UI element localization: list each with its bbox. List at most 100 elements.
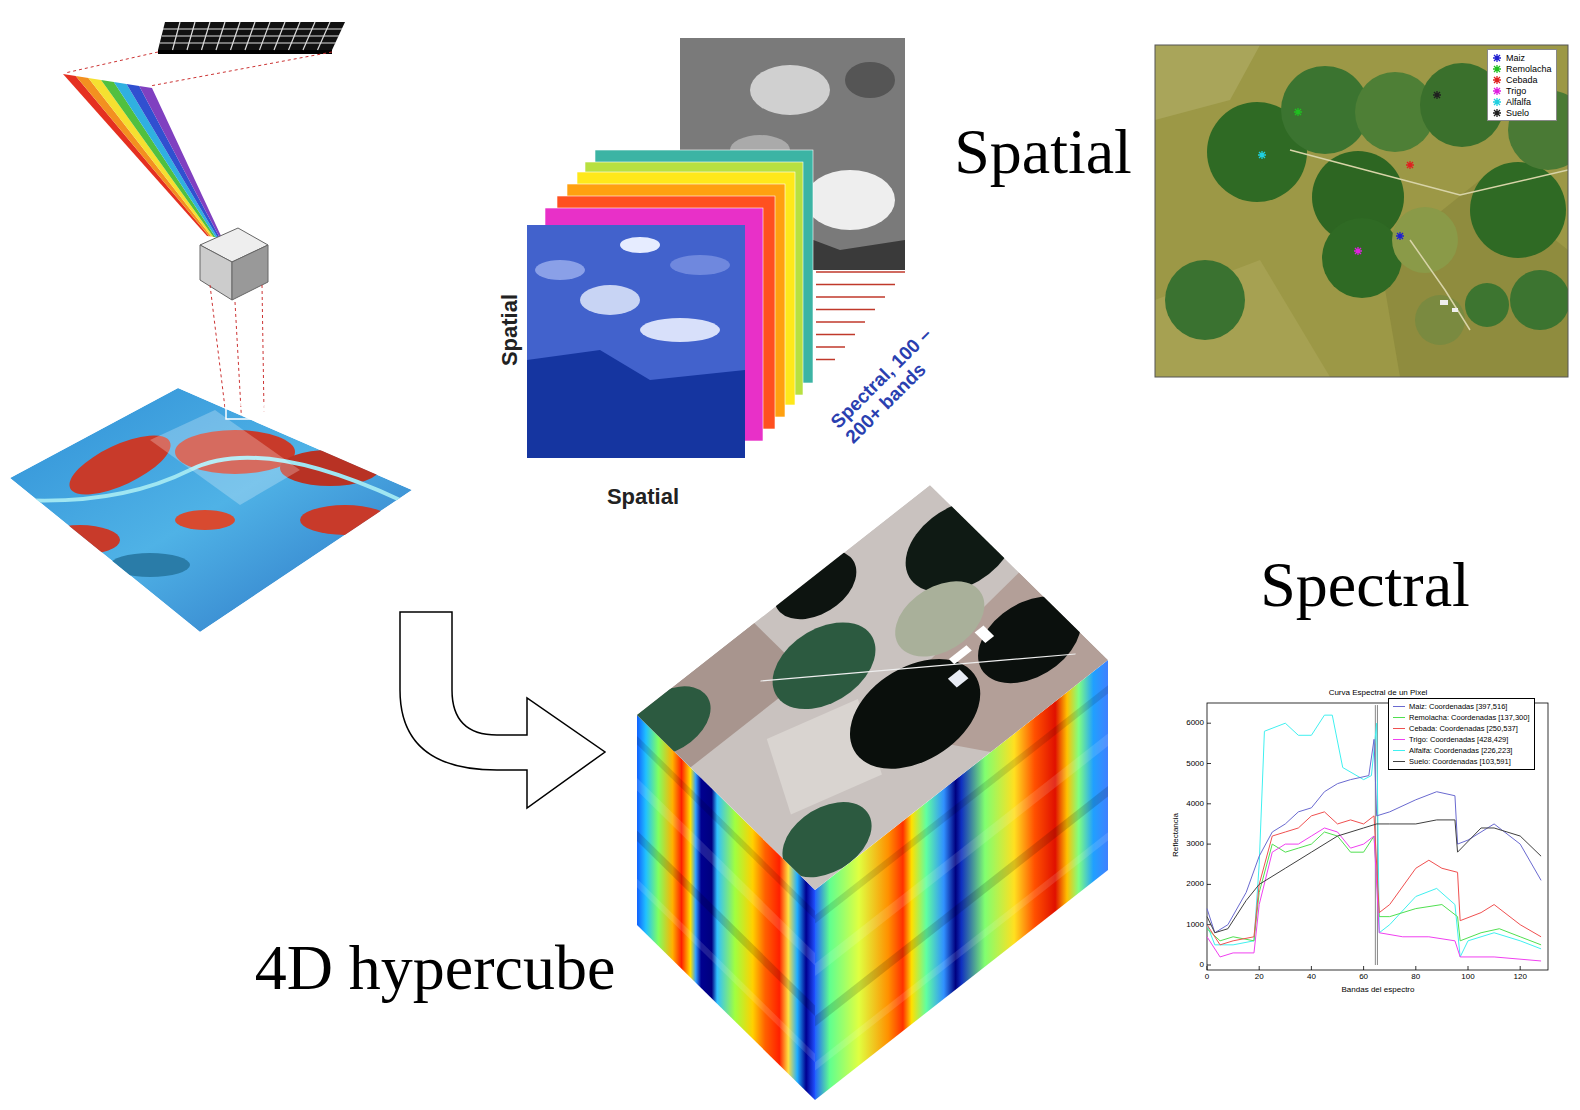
band-stack-part-part (527, 350, 745, 458)
tick-label: 5000 (1186, 759, 1204, 768)
axis-label: Spatial (607, 485, 679, 509)
sensor-illustration-part-part (235, 302, 242, 428)
band-stack-part-part (535, 260, 585, 280)
legend-marker (1492, 108, 1502, 118)
band-stack-part-part (750, 65, 830, 115)
tick-label: 0 (1205, 973, 1209, 982)
sensor-illustration-part-part (160, 42, 336, 43)
sensor-illustration-part (226, 405, 264, 419)
map-image-part-part (1415, 295, 1465, 345)
legend-marker (1492, 64, 1502, 74)
chart-title: Curva Espectral de un Pixel (1329, 689, 1428, 698)
sensor-illustration (10, 22, 412, 632)
band-stack-part-part (805, 170, 895, 230)
process-arrow (400, 612, 605, 808)
map-image-part (1155, 45, 1568, 377)
sensor-illustration-part (200, 245, 232, 300)
spectral-chart-part-part (1207, 884, 1211, 885)
map-image-part-part (1406, 161, 1414, 169)
legend-text: Remolacha (1506, 64, 1552, 74)
spectral-chart-part-part (1207, 763, 1211, 764)
sensor-illustration-part-part (110, 553, 190, 577)
band-stack-part-part (816, 309, 875, 311)
tick-label: 80 (1411, 973, 1420, 982)
map-image-part-part (1155, 45, 1568, 377)
sensor-illustration-part-part (150, 52, 332, 86)
legend-text: Maiz (1506, 53, 1525, 63)
band-stack-part-part (620, 237, 660, 253)
legend-text: Trigo: Coordenadas [428,429] (1409, 735, 1508, 744)
band-stack-part-part (816, 271, 905, 273)
map-image-part (1155, 45, 1568, 377)
tick-label: 4000 (1186, 799, 1204, 808)
legend-entry: Alfalfa: Coordenadas [226,223] (1393, 745, 1530, 756)
sensor-illustration-part (127, 84, 220, 238)
legend-marker (1493, 109, 1501, 117)
legend-entry: Suelo: Coordenadas [103,591] (1393, 756, 1530, 767)
legend-line (1393, 706, 1405, 707)
tick-label: 6000 (1186, 719, 1204, 728)
legend-text: Cebada (1506, 75, 1538, 85)
tick-label: 40 (1307, 973, 1316, 982)
legend-marker (1493, 65, 1501, 73)
hypercube-part (600, 446, 1137, 906)
legend-box: Maiz: Coordenadas [397,516] Remolacha: Co… (1388, 698, 1535, 770)
tick-label: 0 (1200, 961, 1204, 970)
legend-entry: Trigo (1492, 85, 1552, 96)
legend-entry: Maiz (1492, 52, 1552, 63)
map-image-part-part (1396, 232, 1404, 240)
legend-text: Suelo (1506, 108, 1529, 118)
legend-text: Cebada: Coordenadas [250,537] (1409, 724, 1518, 733)
band-stack-part-part (816, 346, 845, 348)
map-image-part-part (1410, 240, 1470, 330)
band-label: Spectral, 100 – 200+ bands (827, 312, 963, 448)
hypercube-part-part-part (975, 626, 994, 643)
spectral-chart-part-part (1207, 723, 1211, 724)
legend-text: Suelo: Coordenadas [103,591] (1409, 757, 1511, 766)
map-image-part-part (1452, 308, 1458, 312)
tick-label: 20 (1255, 973, 1264, 982)
tick-label: 2000 (1186, 880, 1204, 889)
hypercube-part-part-part (637, 485, 1108, 890)
band-stack (527, 38, 905, 458)
hypercube-part-part-part (759, 536, 872, 633)
axis-title: Reflectancia (1172, 813, 1181, 857)
process-arrow-part (400, 612, 605, 808)
sensor-illustration-part-part (210, 285, 225, 408)
sensor-illustration-part-part (65, 52, 158, 73)
legend-box: MaizRemolachaCebadaTrigoAlfalfaSuelo (1487, 49, 1557, 121)
heading-label: 4D hypercube (255, 933, 616, 1003)
band-stack-part-part (816, 359, 835, 361)
legend-line (1393, 717, 1405, 718)
legend-marker (1493, 87, 1501, 95)
spectral-chart-part-part (1207, 828, 1541, 961)
band-stack-part-part (670, 255, 730, 275)
tick-label: 3000 (1186, 840, 1204, 849)
band-stack-part-part (816, 321, 865, 323)
map-image-part-part (1354, 247, 1362, 255)
sensor-illustration-part-part (300, 505, 390, 535)
map-image-part-part (1165, 260, 1245, 340)
sensor-illustration-part-part (175, 510, 235, 530)
band-stack-part-part (816, 296, 885, 298)
legend-marker (1493, 98, 1501, 106)
map-image-part-part (1290, 150, 1568, 195)
heading-label: Spectral (1260, 550, 1470, 620)
sensor-illustration-part-part (163, 28, 342, 29)
spectral-chart (1207, 703, 1548, 970)
legend-text: Maiz: Coordenadas [397,516] (1409, 702, 1507, 711)
spectral-chart-part-part (1207, 844, 1211, 845)
tick-label: 100 (1461, 973, 1474, 982)
axis-title: Bandas del espectro (1342, 986, 1415, 995)
legend-entry: Cebada: Coordenadas [250,537] (1393, 723, 1530, 734)
sensor-illustration-part-part (40, 525, 120, 555)
legend-entry: Suelo (1492, 107, 1552, 118)
legend-marker (1492, 75, 1502, 85)
legend-entry: Remolacha: Coordenadas [137,300] (1393, 712, 1530, 723)
legend-entry: Cebada (1492, 74, 1552, 85)
legend-marker (1493, 76, 1501, 84)
map-image (1155, 45, 1580, 377)
map-image-part-part (1322, 218, 1402, 298)
legend-entry: Trigo: Coordenadas [428,429] (1393, 734, 1530, 745)
legend-text: Remolacha: Coordenadas [137,300] (1409, 713, 1530, 722)
